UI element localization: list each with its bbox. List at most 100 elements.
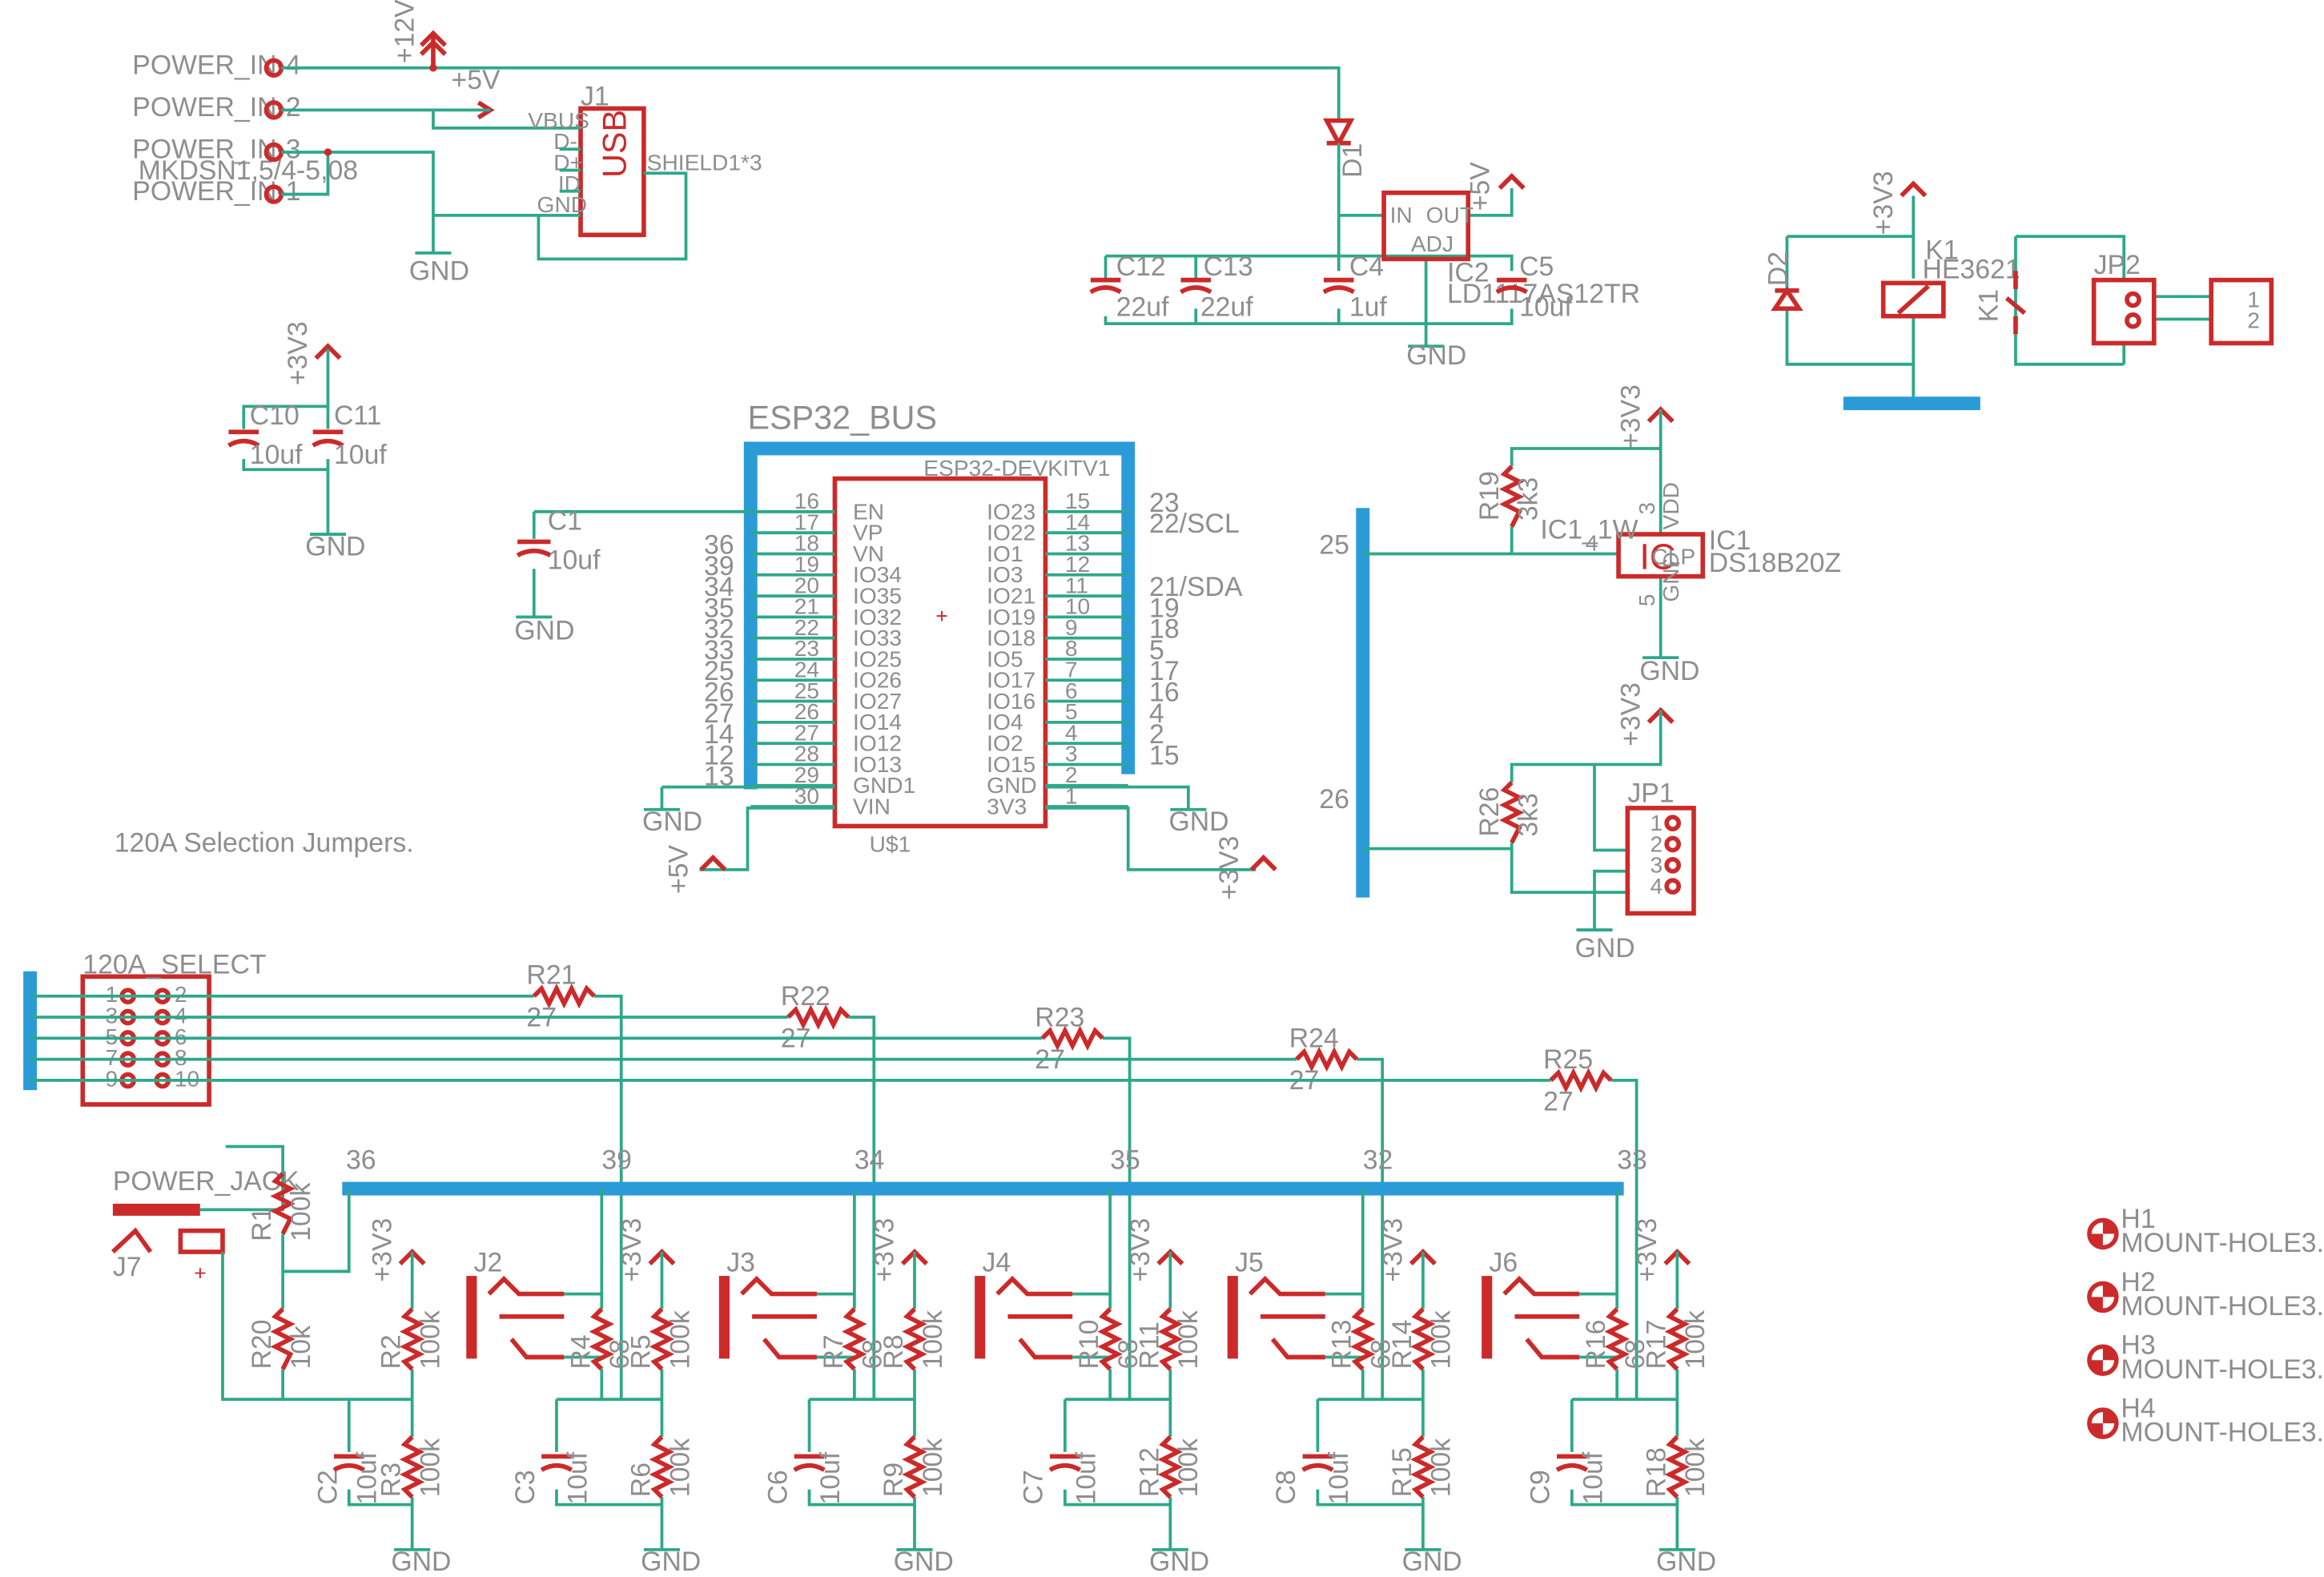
esp32-right-net: 23 xyxy=(1149,488,1180,518)
esp32-right-pin-name: IO15 xyxy=(987,751,1035,777)
sensor-bus-net-25: 25 xyxy=(1319,529,1349,560)
divider-top-val: 100k xyxy=(1426,1310,1457,1369)
select-resistor-ref: R23 xyxy=(1035,1002,1084,1032)
esp32-right-net: 5 xyxy=(1149,635,1164,666)
jp1-p3v3-label: +3V3 xyxy=(1615,682,1646,746)
divider-bottom-resistor xyxy=(649,1435,675,1499)
relay-coil xyxy=(1880,280,1946,319)
select-header-label: 120A_SELECT xyxy=(82,950,266,980)
esp32-right-pin-name: IO5 xyxy=(987,646,1023,671)
c5-val: 10uf xyxy=(1519,292,1572,323)
burden-resistor-ref: R10 xyxy=(1074,1320,1104,1370)
vref-p3v3-label: +3V3 xyxy=(367,1218,397,1282)
mount-hole-ref: H3 xyxy=(2121,1330,2155,1361)
esp32-left-net: 14 xyxy=(704,719,734,750)
audio-jack-ref: J6 xyxy=(1490,1247,1518,1277)
usb-ref: J1 xyxy=(581,82,609,112)
esp32-left-net: 27 xyxy=(704,698,734,729)
audio-jack-contacts xyxy=(1502,1275,1580,1360)
sensor-bus-net-26: 26 xyxy=(1319,784,1349,815)
esp32-right-pin-name: IO19 xyxy=(987,604,1035,630)
esp32-bus-label: ESP32_BUS xyxy=(748,400,938,436)
jp1-ref: JP1 xyxy=(1627,778,1674,808)
cap-c12: C12 22uf xyxy=(1089,251,1169,323)
gnd-label-esp1: GND xyxy=(642,807,702,837)
audio-jack-ref: J2 xyxy=(474,1247,503,1277)
c12-val: 22uf xyxy=(1116,292,1169,323)
audio-jack-contacts xyxy=(740,1275,817,1360)
divider-top-ref: R17 xyxy=(1641,1320,1671,1370)
esp32-right-net: 18 xyxy=(1149,614,1180,645)
channel-gnd-label: GND xyxy=(1149,1547,1209,1577)
cap-c4: C4 1uf xyxy=(1322,251,1388,323)
esp32-right-net: 21/SDA xyxy=(1149,572,1243,602)
burden-resistor-val: 68 xyxy=(1366,1339,1397,1370)
ic1-pin-4: 4 xyxy=(1586,530,1598,556)
divider-bottom-ref: R15 xyxy=(1387,1447,1417,1497)
divider-bottom-val: 100k xyxy=(1173,1438,1204,1497)
vref-bottom-val: 100k xyxy=(415,1438,445,1497)
select-resistor-ref: R24 xyxy=(1289,1024,1339,1054)
esp32-left-pin-name: IO33 xyxy=(853,625,902,650)
select-trace xyxy=(30,1036,1132,1400)
vref-cap xyxy=(332,1454,366,1472)
channel-gnd-label: GND xyxy=(641,1547,701,1577)
burden-resistor xyxy=(1350,1307,1376,1371)
divider-top-ref: R14 xyxy=(1387,1320,1417,1370)
esp32-left-pin-num: 24 xyxy=(794,657,819,682)
c13-ref: C13 xyxy=(1204,251,1253,282)
reg-part: LD1117AS12TR xyxy=(1447,279,1640,309)
audio-jack-contacts xyxy=(995,1275,1073,1360)
d1-label: D1 xyxy=(1337,143,1368,178)
jp2-ref: JP2 xyxy=(2094,250,2141,280)
audio-jack-body xyxy=(718,1276,730,1359)
esp-p3v3-label: +3V3 xyxy=(1214,836,1244,900)
esp32-left-pin-name: VP xyxy=(853,520,883,545)
usb-connector: USB J1 VBUS D- D+ ID GND SHIELD1*3 xyxy=(432,82,762,261)
c4-val: 1uf xyxy=(1349,292,1388,323)
cap-c5: C5 10uf xyxy=(1495,251,1572,323)
esp32-right-pin-num: 15 xyxy=(1065,488,1090,513)
divider-bottom-val: 100k xyxy=(665,1438,695,1497)
esp32-left-pin-num: 22 xyxy=(794,614,819,640)
k1-ref-coil: K1 xyxy=(1925,235,1958,265)
esp32-right-pin-name: 3V3 xyxy=(987,793,1027,819)
esp32-right-net: 19 xyxy=(1149,593,1180,623)
relay-pin-2: 2 xyxy=(2247,308,2260,333)
mount-hole-ref: H4 xyxy=(2121,1394,2155,1424)
jack-traces xyxy=(564,1292,602,1359)
select-resistor xyxy=(786,1004,850,1030)
esp32-left-pin-num: 21 xyxy=(794,593,819,619)
p5v-label: +5V xyxy=(451,65,501,95)
burden-resistor-ref: R4 xyxy=(565,1334,596,1369)
reg-out: OUT xyxy=(1426,202,1474,227)
esp32-right-pin-num: 11 xyxy=(1065,572,1088,597)
mount-hole-part: MOUNT-HOLE3.0 xyxy=(2121,1291,2324,1322)
esp32-right-pin-name: IO16 xyxy=(987,688,1035,714)
divider-top-val: 100k xyxy=(1680,1310,1711,1369)
jp1-pin-2: 2 xyxy=(1651,831,1663,856)
divider-bottom-ref: R12 xyxy=(1134,1447,1164,1497)
selection-note: 120A Selection Jumpers. xyxy=(115,827,414,858)
select-header-body xyxy=(80,974,211,1107)
ic1-net-label: IC1_1W xyxy=(1540,515,1638,545)
divider-top-resistor xyxy=(1664,1307,1691,1371)
divider-top-val: 100k xyxy=(918,1310,948,1369)
gnd-label-c1: GND xyxy=(514,616,574,646)
burden-resistor-val: 68 xyxy=(858,1339,888,1370)
p12v-label: +12V xyxy=(390,0,420,63)
esp32-right-pin-name: IO2 xyxy=(987,730,1023,756)
ic1-inner: IC xyxy=(1639,536,1675,577)
esp32-right-pin-num: 2 xyxy=(1065,762,1078,787)
reg-p5v-label: +5V xyxy=(1466,162,1496,211)
burden-resistor-val: 68 xyxy=(1113,1339,1144,1370)
divider-bottom-resistor xyxy=(902,1435,927,1499)
divider-bottom-ref: R18 xyxy=(1641,1447,1671,1497)
esp32-ref: U$1 xyxy=(870,831,911,856)
k1-ref-contact: K1 xyxy=(1973,289,2004,322)
r20 xyxy=(270,1307,296,1370)
relay-p3v3-arrow xyxy=(1900,180,1928,198)
esp32-left-pin-name: IO34 xyxy=(853,561,902,587)
esp32-right-pin-num: 7 xyxy=(1065,657,1078,682)
